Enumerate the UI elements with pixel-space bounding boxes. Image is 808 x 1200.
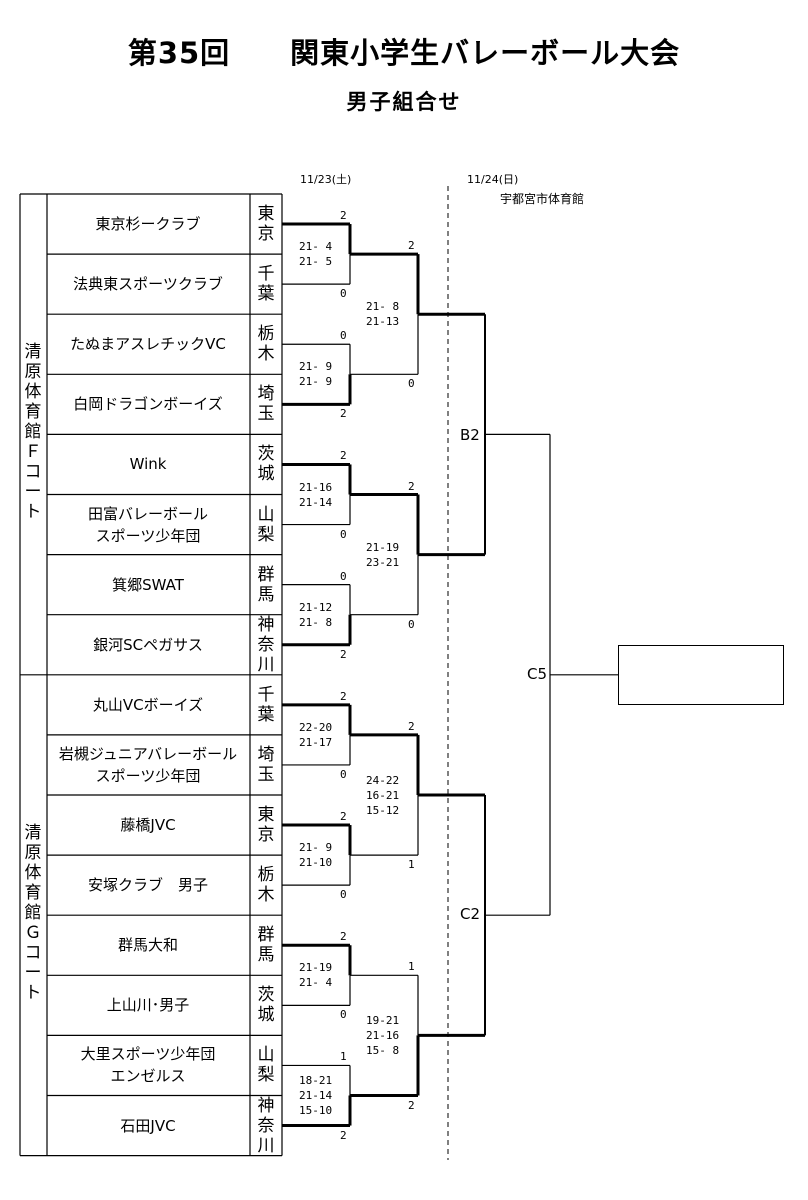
team-prefecture: 群馬	[257, 925, 275, 966]
r1-set-scores: 21-16 21-14	[299, 480, 333, 509]
r1-sets-top: 0	[340, 569, 347, 583]
r1-sets-top: 2	[340, 449, 347, 463]
date-day2: 11/24(日)	[467, 173, 519, 186]
r2-sets-bottom: 1	[408, 858, 415, 872]
r1-set-scores: 21- 9 21-10	[299, 841, 333, 870]
team-prefecture: 茨城	[257, 444, 275, 485]
team-name: 大里スポーツ少年団 エンゼルス	[80, 1045, 216, 1086]
r1-sets-bottom: 0	[340, 888, 347, 902]
r1-set-scores: 21-19 21- 4	[299, 961, 333, 990]
page-title: 第35回 関東小学生バレーボール大会	[127, 36, 681, 70]
team-prefecture: 千葉	[257, 264, 275, 305]
team-name: 藤橋JVC	[120, 816, 176, 835]
r2-sets-top: 1	[408, 960, 415, 974]
r2-set-scores: 19-21 21-16 15- 8	[366, 1013, 400, 1057]
team-name: 石田JVC	[120, 1116, 176, 1135]
semifinal-label-b2: B2	[460, 426, 480, 444]
r2-sets-top: 2	[408, 479, 415, 493]
team-name: 上山川･男子	[106, 996, 190, 1015]
r1-sets-bottom: 0	[340, 287, 347, 301]
team-prefecture: 東京	[257, 204, 275, 245]
date-day1: 11/23(土)	[300, 173, 352, 186]
r1-set-scores: 21-12 21- 8	[299, 600, 333, 629]
team-name: 箕郷SWAT	[112, 575, 184, 594]
team-prefecture: 栃木	[257, 324, 275, 365]
team-prefecture: 山梨	[257, 504, 275, 545]
team-name: 法典東スポーツクラブ	[73, 275, 223, 294]
r1-sets-bottom: 0	[340, 1008, 347, 1022]
team-prefecture: 千葉	[257, 684, 275, 725]
r2-set-scores: 24-22 16-21 15-12	[366, 773, 400, 817]
team-prefecture: 埼玉	[257, 744, 275, 785]
team-name: 銀河SCペガサス	[93, 635, 203, 654]
team-name: たぬまアスレチックVC	[70, 335, 226, 354]
r1-set-scores: 21- 4 21- 5	[299, 240, 333, 269]
court-label-f: 清原体育館Ｆコート	[24, 342, 42, 522]
r1-sets-bottom: 2	[340, 407, 347, 421]
r2-sets-bottom: 0	[408, 617, 415, 631]
team-prefecture: 栃木	[257, 865, 275, 906]
r1-sets-top: 0	[340, 329, 347, 343]
r1-sets-top: 2	[340, 930, 347, 944]
team-prefecture: 群馬	[257, 564, 275, 605]
team-name: 安塚クラブ 男子	[87, 876, 208, 895]
r2-sets-top: 2	[408, 719, 415, 733]
page-subtitle: 男子組合せ	[346, 90, 462, 114]
r1-sets-top: 1	[340, 1050, 347, 1064]
r1-set-scores: 21- 9 21- 9	[299, 360, 333, 389]
r1-sets-top: 2	[340, 209, 347, 223]
r1-sets-bottom: 2	[340, 647, 347, 661]
team-name: 群馬大和	[117, 936, 178, 955]
team-prefecture: 神奈川	[257, 1095, 275, 1156]
r1-set-scores: 22-20 21-17	[299, 720, 333, 749]
r2-sets-bottom: 2	[408, 1098, 415, 1112]
team-prefecture: 東京	[257, 805, 275, 846]
team-name: 田富バレーボール スポーツ少年団	[87, 504, 208, 545]
r1-set-scores: 18-21 21-14 15-10	[299, 1074, 333, 1117]
team-name: 東京杉ークラブ	[95, 215, 201, 234]
r1-sets-top: 2	[340, 689, 347, 703]
team-name: 白岡ドラゴンボーイズ	[73, 395, 223, 414]
team-prefecture: 茨城	[257, 985, 275, 1026]
r2-set-scores: 21- 8 21-13	[366, 300, 400, 329]
r1-sets-bottom: 2	[340, 1128, 347, 1142]
team-prefecture: 山梨	[257, 1045, 275, 1086]
team-name: Wink	[129, 455, 167, 474]
team-name: 丸山VCボーイズ	[92, 695, 204, 714]
r1-sets-top: 2	[340, 810, 347, 824]
semifinal-label-c2: C2	[460, 905, 481, 923]
r2-sets-top: 2	[408, 239, 415, 253]
r1-sets-bottom: 0	[340, 767, 347, 781]
venue-day2: 宇都宮市体育館	[500, 192, 585, 206]
court-label-g: 清原体育館Ｇコート	[24, 822, 42, 1003]
team-name: 岩槻ジュニアバレーボール スポーツ少年団	[58, 744, 238, 785]
final-label-c5: C5	[527, 665, 548, 683]
r2-sets-bottom: 0	[408, 377, 415, 391]
r2-set-scores: 21-19 23-21	[366, 540, 400, 569]
r1-sets-bottom: 0	[340, 527, 347, 541]
champion-box	[618, 645, 784, 705]
team-prefecture: 埼玉	[257, 384, 275, 425]
team-prefecture: 神奈川	[257, 614, 275, 675]
